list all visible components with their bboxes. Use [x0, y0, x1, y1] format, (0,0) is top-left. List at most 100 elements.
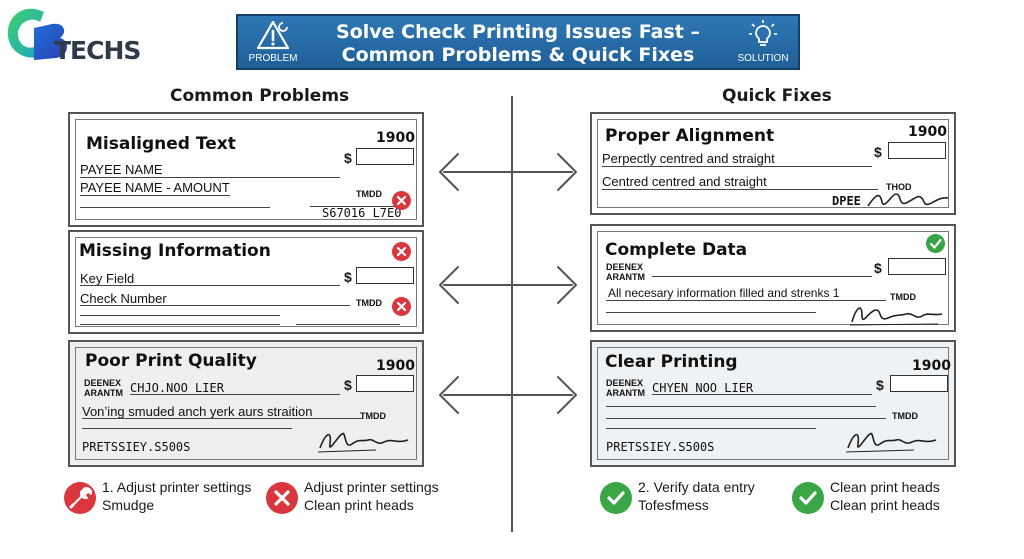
check-icon	[792, 482, 824, 514]
tip-4-line2: Clean print heads	[830, 497, 940, 513]
key-field-text: Key Field	[80, 271, 135, 286]
amount-line-2	[606, 418, 886, 419]
dollar-sign: $	[874, 260, 882, 276]
dollar-sign: $	[344, 150, 352, 166]
banner-title: Solve Check Printing Issues Fast – Commo…	[308, 21, 728, 67]
signature-scribble	[867, 193, 949, 207]
signature-scribble	[849, 307, 943, 326]
tip-1-line2: Smudge	[102, 497, 155, 513]
x-status-icon	[392, 191, 411, 210]
amount-line	[602, 189, 878, 190]
memo-label: TMDD	[892, 411, 918, 421]
signature-line	[310, 206, 400, 207]
check-status-icon	[926, 234, 945, 253]
memo-line	[80, 207, 270, 208]
payee-name: CHJO.NOO LIER	[130, 381, 224, 395]
dollar-sign: $	[344, 269, 352, 285]
tip-2-line2: Clean print heads	[304, 497, 414, 513]
double-arrow-icon	[439, 266, 577, 304]
amount-box	[888, 142, 946, 159]
amount-box	[356, 148, 414, 165]
tip-1: 1. Adjust printer settings Smudge	[102, 478, 251, 514]
comparison-arrows	[439, 153, 577, 414]
signature-scribble	[317, 432, 409, 453]
check-icon	[600, 482, 632, 514]
lightbulb-icon	[749, 20, 777, 46]
payee-line-text: PAYEE NAME	[80, 162, 163, 177]
memo-label: TMDD	[356, 298, 382, 308]
problem-check-missing: Missing Information $ Key Field Check Nu…	[68, 230, 424, 334]
check-title: Proper Alignment	[605, 126, 775, 146]
title-banner: PROBLEM Solve Check Printing Issues Fast…	[236, 14, 800, 70]
check-title: Complete Data	[605, 240, 748, 260]
memo-label: TMDD	[356, 189, 382, 199]
centred-line-text-2: Centred centred and straight	[602, 174, 767, 189]
amount-line	[606, 300, 886, 301]
wrench-icon	[64, 482, 96, 514]
fix-check-alignment: Proper Alignment 1900 $ Perpectly centre…	[590, 112, 956, 215]
x-icon	[266, 482, 298, 514]
bank-label-2: ARANTM	[84, 388, 123, 398]
center-divider	[511, 96, 513, 532]
problems-heading: Common Problems	[170, 86, 350, 106]
amount-line	[80, 305, 350, 306]
bank-label-2: ARANTM	[606, 388, 645, 398]
bank-label-1: DEENEX	[84, 378, 122, 388]
check-number: 1900	[376, 130, 415, 146]
payee-line	[652, 394, 872, 395]
dollar-sign: $	[874, 144, 882, 160]
smudged-text: Vonʼing smuded anch yerk aurs straition	[82, 404, 313, 419]
memo-line	[606, 428, 816, 429]
micr-code: S67016 L7E0	[322, 206, 402, 220]
centred-line-text: Perpectly centred and straight	[602, 151, 775, 166]
signature-line	[296, 324, 400, 325]
problem-check-poor-quality: Poor Print Quality 1900 DEENEX ARANTM CH…	[68, 340, 424, 467]
brand-logo: TECHS	[4, 2, 141, 66]
memo-label: TMDD	[360, 411, 386, 421]
payee-line	[602, 166, 872, 167]
amount-box	[356, 267, 414, 284]
memo-line	[80, 315, 280, 316]
brand-logo-mark	[7, 8, 68, 61]
bank-label-1: DEENEX	[606, 262, 644, 272]
micr-code: PRETSSIEY.S500S	[606, 440, 715, 454]
tip-2: Adjust printer settings Clean print head…	[304, 478, 439, 514]
signature-scribble	[845, 432, 937, 453]
fixes-heading: Quick Fixes	[722, 86, 832, 106]
tip-1-line1: 1. Adjust printer settings	[102, 479, 252, 495]
amount-line	[606, 406, 876, 407]
dollar-sign: $	[344, 377, 352, 393]
amount-line-text: PAYEE NAME - AMOUNT	[80, 180, 230, 195]
dollar-sign: $	[876, 377, 884, 393]
double-arrow-icon	[439, 153, 577, 191]
x-status-icon	[392, 242, 411, 261]
complete-info-text: All necesary information filled and stre…	[608, 286, 840, 300]
fix-check-clear-printing: Clear Printing 1900 DEENEX ARANTM CHYEN …	[590, 340, 956, 467]
amount-box	[888, 258, 946, 275]
brand-logo-text: TECHS	[54, 36, 141, 65]
problem-check-misaligned: Misaligned Text 1900 $ PAYEE NAME PAYEE …	[68, 112, 424, 227]
memo-label: THOD	[886, 182, 912, 192]
amount-box	[356, 375, 414, 392]
payee-line	[652, 276, 872, 277]
problem-badge: PROBLEM	[240, 20, 306, 68]
banner-title-line1: Solve Check Printing Issues Fast –	[336, 21, 700, 43]
check-number: 1900	[908, 124, 947, 140]
amount-box	[890, 375, 948, 392]
payee-line	[130, 394, 340, 395]
payee-line	[80, 177, 340, 178]
payee-line	[80, 285, 340, 286]
micr-code: DPEE	[832, 194, 861, 208]
tip-3-line2: Tofesfmess	[638, 497, 709, 513]
bank-label-2: ARANTM	[606, 272, 645, 282]
bank-label-1: DEENEX	[606, 378, 644, 388]
fix-check-complete-data: Complete Data DEENEX ARANTM $ All necesa…	[590, 224, 956, 332]
check-title: Poor Print Quality	[85, 351, 257, 371]
tip-2-line1: Adjust printer settings	[304, 479, 439, 495]
check-title: Missing Information	[79, 241, 271, 261]
memo-line	[82, 428, 292, 429]
warning-wrench-icon	[256, 20, 290, 50]
solution-label: SOLUTION	[737, 53, 789, 64]
tip-4-line1: Clean print heads	[830, 479, 940, 495]
banner-title-line2: Common Problems & Quick Fixes	[341, 44, 695, 66]
